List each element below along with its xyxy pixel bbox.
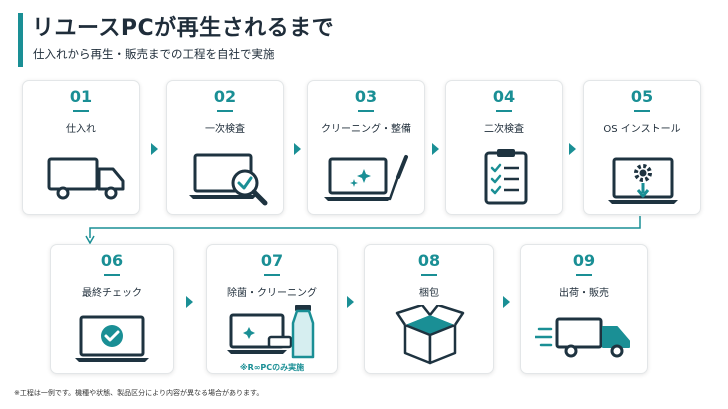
step-card-01: 01 仕入れ: [22, 80, 140, 215]
step-number-underline: [421, 274, 437, 276]
step-number: 08: [417, 251, 441, 270]
step-label: 梱包: [419, 288, 439, 299]
step-card-09: 09 出荷・販売: [520, 244, 648, 374]
step-number-underline: [217, 110, 233, 112]
box-icon: [395, 305, 465, 365]
step-number: 01: [69, 87, 93, 106]
laptop-magnifier-icon: [189, 153, 268, 206]
row-connector: [85, 216, 641, 244]
clipboard-checklist-icon: [484, 149, 528, 205]
laptop-spray-icon: [227, 305, 315, 359]
step-card-05: 05 OS インストール: [583, 80, 701, 215]
step-label: 最終チェック: [82, 288, 142, 299]
page-subtitle: 仕入れから再生・販売までの工程を自社で実施: [33, 47, 275, 61]
step-label: 出荷・販売: [559, 288, 609, 299]
step-label: 一次検査: [205, 124, 245, 135]
laptop-screwdriver-icon: [324, 155, 408, 201]
flow-arrow: [432, 143, 439, 155]
laptop-check-icon: [75, 315, 149, 362]
flow-arrow: [294, 143, 301, 155]
step-number: 07: [260, 251, 284, 270]
flow-arrow: [569, 143, 576, 155]
truck-icon: [47, 157, 125, 200]
step-number: 09: [572, 251, 596, 270]
step-number-underline: [104, 274, 120, 276]
step-note: ※R∞PCのみ実施: [239, 363, 305, 372]
step-number: 03: [354, 87, 378, 106]
step-label: OS インストール: [603, 124, 681, 135]
step-card-08: 08 梱包: [364, 244, 494, 374]
step-number: 05: [630, 87, 654, 106]
step-label: 二次検査: [484, 124, 524, 135]
step-number-underline: [264, 274, 280, 276]
step-label: 仕入れ: [66, 124, 96, 135]
flow-arrow: [186, 296, 193, 308]
flow-arrow: [503, 296, 510, 308]
step-number-underline: [496, 110, 512, 112]
step-number: 04: [492, 87, 516, 106]
step-number-underline: [576, 274, 592, 276]
step-number-underline: [358, 110, 374, 112]
step-label: 除菌・クリーニング: [227, 288, 317, 299]
laptop-gear-icon: [608, 157, 678, 204]
step-card-07: 07 除菌・クリーニング ※R∞PCのみ実施: [206, 244, 338, 374]
step-card-03: 03 クリーニング・整備: [307, 80, 425, 215]
step-number: 06: [100, 251, 124, 270]
page-title: リユースPCが再生されるまで: [32, 16, 335, 41]
step-number-underline: [73, 110, 89, 112]
footnote: ※工程は一例です。機種や状態、製品区分により内容が異なる場合があります。: [14, 389, 264, 397]
step-number: 02: [213, 87, 237, 106]
step-number-underline: [634, 110, 650, 112]
step-label: クリーニング・整備: [321, 124, 411, 135]
flow-arrow: [347, 296, 354, 308]
step-card-04: 04 二次検査: [445, 80, 563, 215]
delivery-truck-icon: [535, 317, 630, 358]
flow-arrow: [151, 143, 158, 155]
step-card-02: 02 一次検査: [166, 80, 284, 215]
step-card-06: 06 最終チェック: [50, 244, 174, 374]
title-accent-bar: [18, 13, 23, 67]
